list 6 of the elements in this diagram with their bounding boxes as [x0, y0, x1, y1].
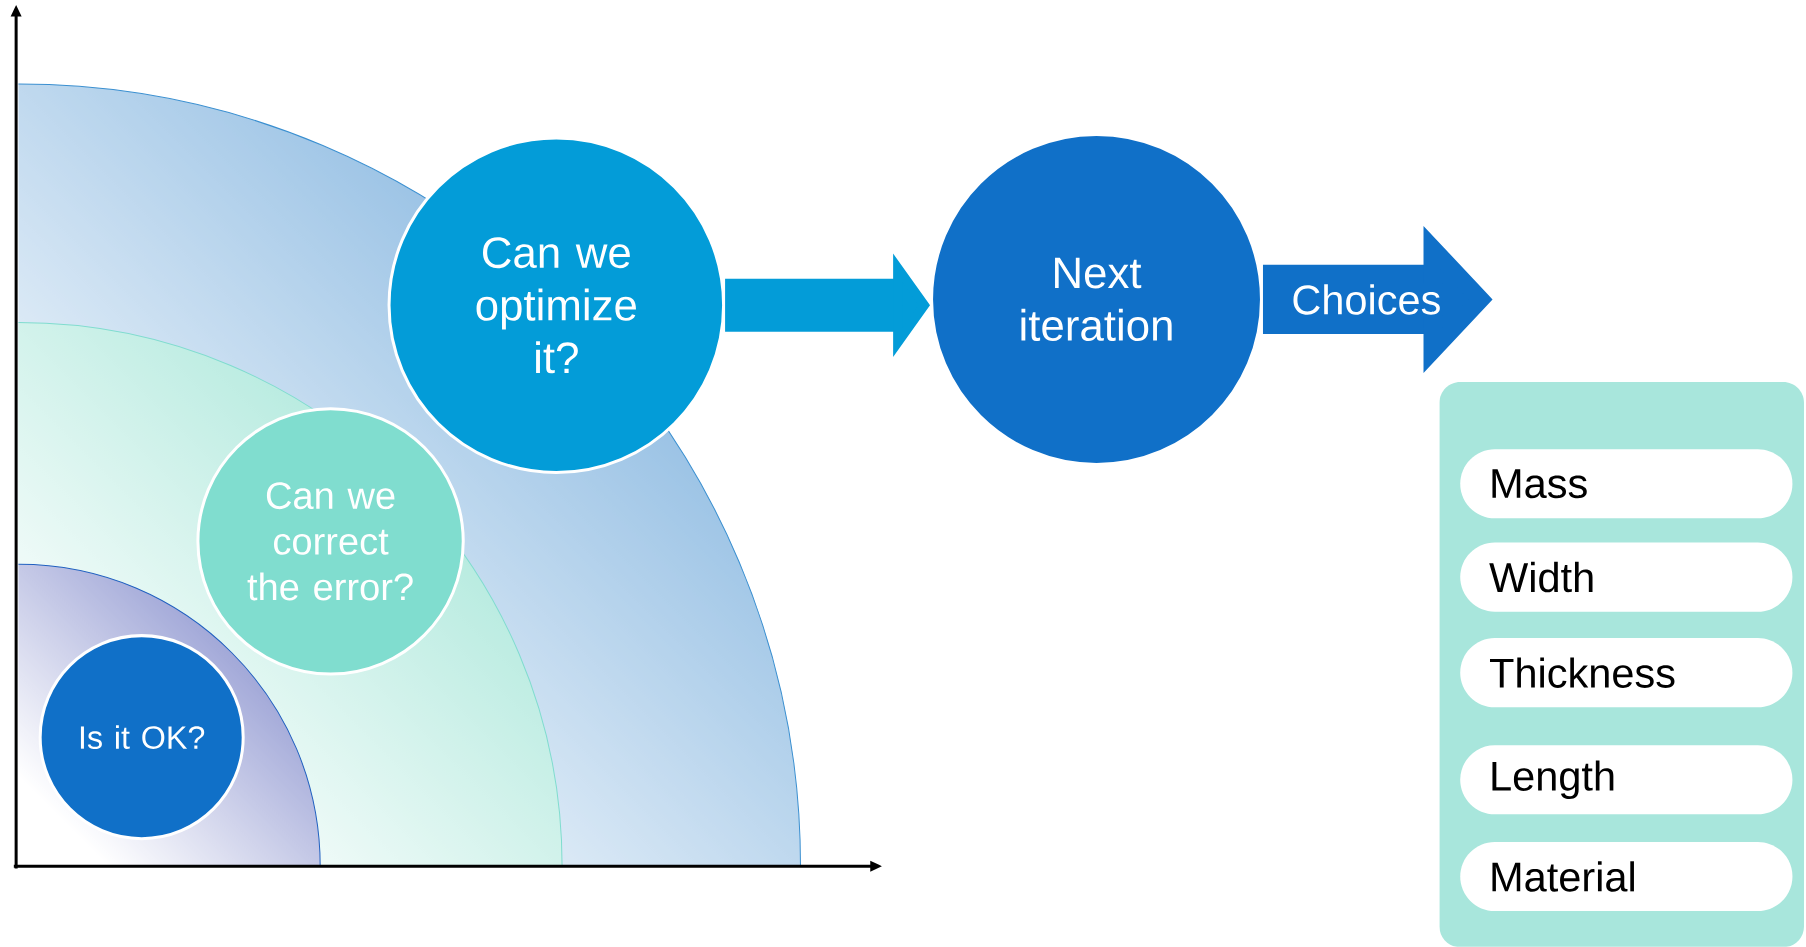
option-pill: Length: [1460, 745, 1793, 815]
option-pill: Width: [1460, 542, 1793, 612]
edge-label: Choices: [1293, 284, 1440, 315]
option-pill: Thickness: [1460, 638, 1793, 708]
option-pill: Material: [1460, 842, 1793, 912]
option-pill: Mass: [1460, 449, 1793, 519]
